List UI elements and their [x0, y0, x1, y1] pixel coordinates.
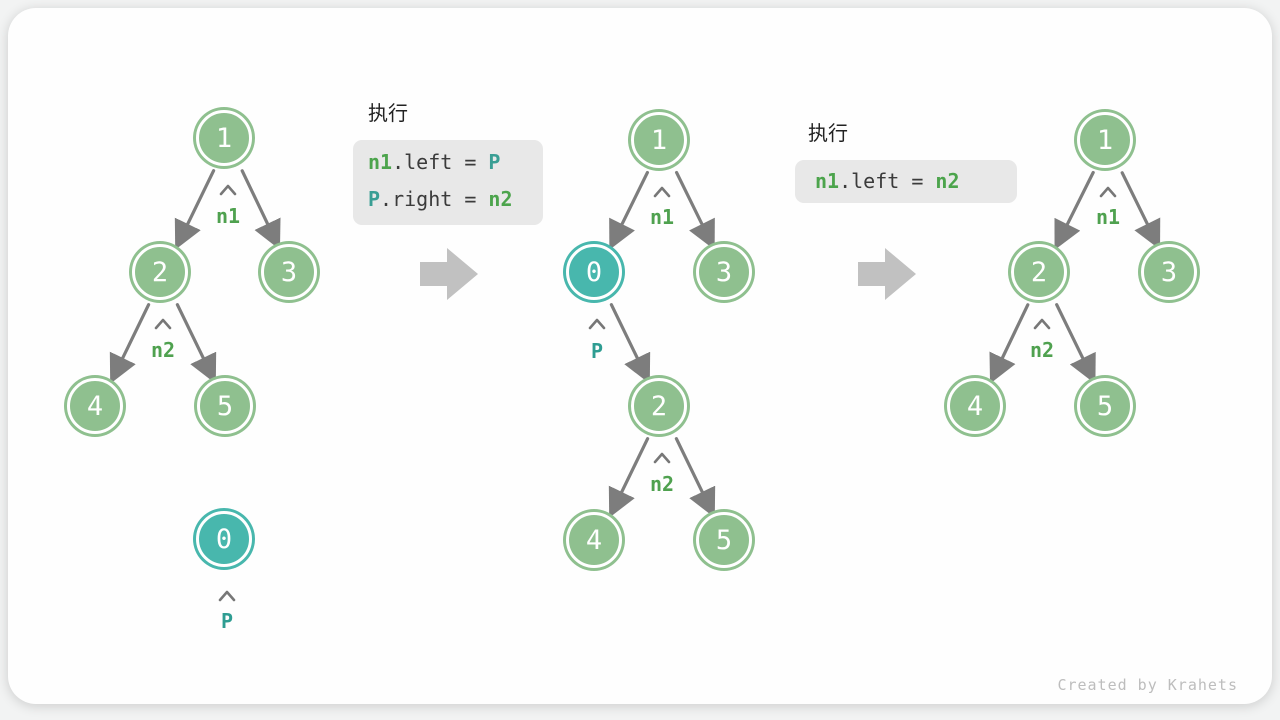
- code-token-P: P: [368, 187, 381, 211]
- tree3-node-2: 2: [1011, 244, 1067, 300]
- tree2-node-3: 3: [696, 244, 752, 300]
- node-value: 1: [650, 124, 668, 156]
- node-value: 0: [215, 523, 233, 555]
- tree3-node-1: 1: [1077, 112, 1133, 168]
- tree3-node-5: 5: [1077, 378, 1133, 434]
- node-value: 5: [715, 524, 733, 556]
- node-value: 4: [585, 524, 603, 556]
- code-line: n1.left = P: [368, 144, 543, 181]
- right-arrow-icon: [420, 248, 478, 300]
- tree3-label-n2: n2: [1029, 338, 1055, 362]
- code-token-n1: n1: [368, 150, 393, 174]
- tree2-node-1: 1: [631, 112, 687, 168]
- node-value: 3: [715, 256, 733, 288]
- node-value: 4: [86, 390, 104, 422]
- tree1-label-P: P: [220, 609, 234, 633]
- code-block2: n1.left = n2: [795, 160, 1017, 203]
- right-arrow-icon: [858, 248, 916, 300]
- watermark-credit: Created by Krahets: [1057, 676, 1238, 694]
- code-token-n1: n1: [815, 169, 840, 193]
- tree1-node-3: 3: [261, 244, 317, 300]
- tree1-node-5: 5: [197, 378, 253, 434]
- code-token-n2: n2: [935, 169, 960, 193]
- tree2-label-n2: n2: [649, 472, 675, 496]
- code-token-n2: n2: [488, 187, 513, 211]
- node-value: 2: [1030, 256, 1048, 288]
- tree3-label-n1: n1: [1095, 205, 1121, 229]
- node-value: 1: [215, 122, 233, 154]
- code-token: .left =: [839, 169, 936, 193]
- node-value: 1: [1096, 124, 1114, 156]
- node-value: 2: [650, 390, 668, 422]
- code-token-P: P: [488, 150, 501, 174]
- tree3-edges: [989, 170, 1161, 384]
- tree2-label-n1: n1: [649, 205, 675, 229]
- tree1-node-1: 1: [196, 110, 252, 166]
- code-line: n1.left = n2: [815, 160, 1017, 203]
- code-block2-title: 执行: [808, 123, 848, 145]
- code-block1: n1.left = P P.right = n2: [353, 140, 543, 225]
- node-value: 3: [280, 256, 298, 288]
- tree1-edges: [109, 169, 281, 384]
- node-value: 5: [216, 390, 234, 422]
- tree2-node-4: 4: [566, 512, 622, 568]
- node-value: 5: [1096, 390, 1114, 422]
- tree2-label-P: P: [590, 339, 604, 363]
- tree1-node-2: 2: [132, 244, 188, 300]
- code-line: P.right = n2: [368, 181, 543, 218]
- tree1-label-n2: n2: [150, 338, 176, 362]
- tree2-node-5: 5: [696, 512, 752, 568]
- tree2-node-2: 2: [631, 378, 687, 434]
- node-value: 3: [1160, 256, 1178, 288]
- tree3-node-4: 4: [947, 378, 1003, 434]
- node-value: 0: [585, 256, 603, 288]
- node-value: 2: [151, 256, 169, 288]
- node-value: 4: [966, 390, 984, 422]
- tree3-node-3: 3: [1141, 244, 1197, 300]
- code-token: .left =: [392, 150, 489, 174]
- tree2-node-0-P: 0: [566, 244, 622, 300]
- tree1-node-4: 4: [67, 378, 123, 434]
- code-block1-title: 执行: [368, 103, 408, 125]
- code-token: .right =: [380, 187, 489, 211]
- tree1-label-n1: n1: [215, 204, 241, 228]
- pointer-caret-icons: [154, 184, 1117, 602]
- tree1-node-0-P: 0: [196, 511, 252, 567]
- tree2-edges: [608, 171, 716, 518]
